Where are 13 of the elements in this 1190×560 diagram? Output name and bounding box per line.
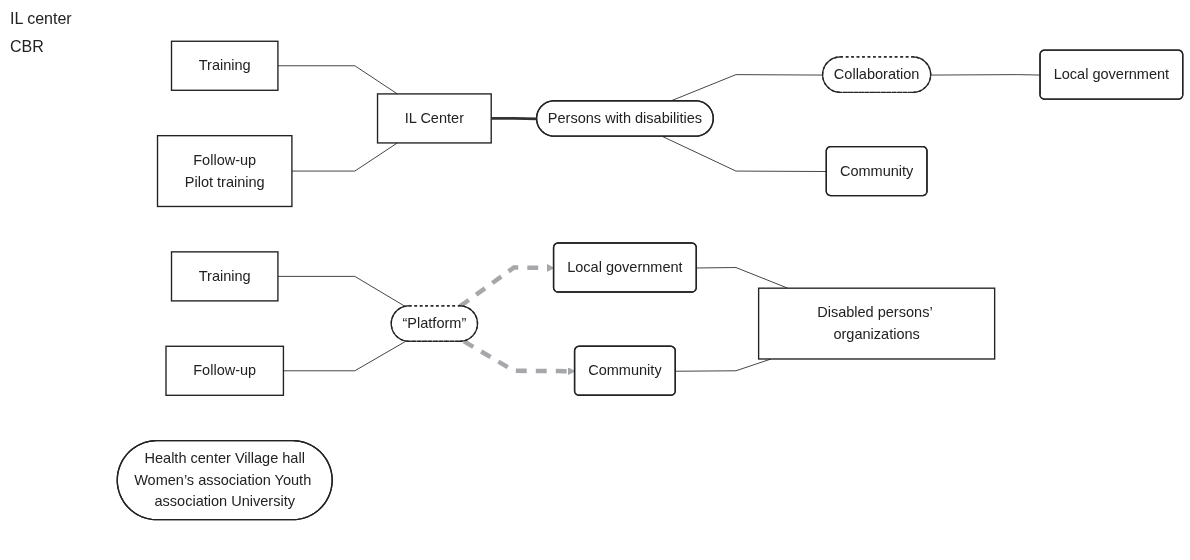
node-box: IL Center: [376, 92, 492, 144]
node-box: Disabled persons’ organizations: [757, 287, 996, 360]
connector: [675, 358, 772, 372]
node-box: Follow-up Pilot training: [156, 134, 293, 207]
connector: [277, 275, 407, 307]
section-heading: CBR: [10, 38, 45, 56]
connector: [277, 64, 398, 94]
connector: [930, 73, 1041, 76]
node-box: Training: [170, 250, 279, 302]
node-box: Training: [170, 40, 279, 91]
section-heading: IL center: [10, 10, 73, 28]
node-box: Follow-up: [165, 345, 285, 396]
connector: [291, 142, 398, 172]
